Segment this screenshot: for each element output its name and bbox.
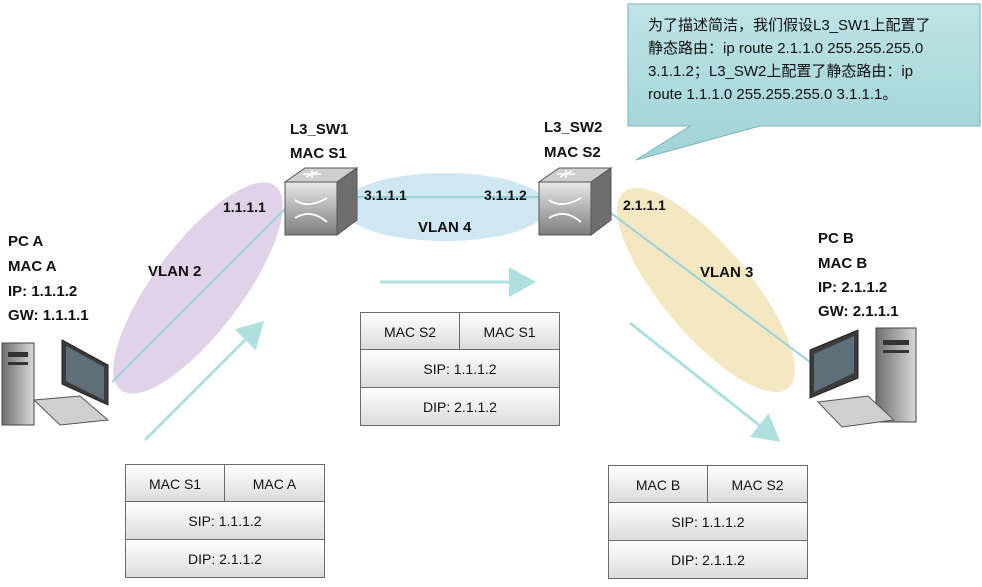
pc-a-ip: IP: 1.1.1.2 xyxy=(8,283,78,300)
switch-2-mac: MAC S2 xyxy=(544,144,601,161)
callout-line: 静态路由：ip route 2.1.1.0 255.255.255.0 xyxy=(648,40,924,57)
frame-dip: DIP: 2.1.1.2 xyxy=(125,540,325,578)
pc-a-icon xyxy=(1,339,110,426)
sw1-vlan2-ip: 1.1.1.1 xyxy=(223,199,266,215)
vlan3-ellipse xyxy=(617,187,795,393)
l3-switch-2-icon xyxy=(537,167,613,236)
frame-dip: DIP: 2.1.1.2 xyxy=(608,541,808,579)
frame-dst-mac: MAC B xyxy=(608,465,708,503)
callout-line: 3.1.1.2；L3_SW2上配置了静态路由：ip xyxy=(648,63,914,80)
frame-dst-mac: MAC S2 xyxy=(360,312,460,350)
frame-src-mac: MAC A xyxy=(225,464,325,502)
l3-switch-1-icon xyxy=(283,167,359,236)
pc-b-icon xyxy=(809,327,917,428)
flow-arrow-1 xyxy=(143,320,265,442)
pc-b-name: PC B xyxy=(818,230,854,247)
sw2-vlan3-ip: 2.1.1.1 xyxy=(623,197,666,213)
vlan2-label: VLAN 2 xyxy=(148,263,202,280)
pc-a-name: PC A xyxy=(8,233,44,250)
switch-1-mac: MAC S1 xyxy=(290,145,347,162)
callout-note: 为了描述简洁，我们假设L3_SW1上配置了 静态路由：ip route 2.1.… xyxy=(648,14,973,106)
switch-2-name: L3_SW2 xyxy=(544,119,603,136)
switch-1-name: L3_SW1 xyxy=(290,121,349,138)
pc-a-mac: MAC A xyxy=(8,258,57,275)
frame-dip: DIP: 2.1.1.2 xyxy=(360,388,560,426)
sw2-vlan4-ip: 3.1.1.2 xyxy=(484,187,527,203)
pc-b-gateway: GW: 2.1.1.1 xyxy=(818,303,899,320)
vlan4-label: VLAN 4 xyxy=(418,219,472,236)
frame-src-mac: MAC S1 xyxy=(460,312,560,350)
vlan4-ellipse xyxy=(342,173,548,241)
vlan2-ellipse xyxy=(113,182,283,394)
callout-box xyxy=(627,3,981,161)
frame-dst-mac: MAC S1 xyxy=(125,464,225,502)
frame-sip: SIP: 1.1.1.2 xyxy=(360,350,560,388)
frame-sip: SIP: 1.1.1.2 xyxy=(608,503,808,541)
pc-b-mac: MAC B xyxy=(818,255,868,272)
vlan3-label: VLAN 3 xyxy=(700,264,754,281)
callout-line: route 1.1.1.0 255.255.255.0 3.1.1.1。 xyxy=(648,86,898,103)
frame-sip: SIP: 1.1.1.2 xyxy=(125,502,325,540)
flow-arrow-3 xyxy=(629,321,781,442)
link-sw2-pcb xyxy=(599,204,819,369)
sw1-vlan4-ip: 3.1.1.1 xyxy=(364,187,407,203)
pc-a-gateway: GW: 1.1.1.1 xyxy=(8,307,89,324)
pc-b-ip: IP: 2.1.1.2 xyxy=(818,279,888,296)
link-pca-sw1 xyxy=(111,203,291,383)
frame-left: MAC S1 MAC A SIP: 1.1.1.2 DIP: 2.1.1.2 xyxy=(125,464,325,578)
frame-src-mac: MAC S2 xyxy=(708,465,808,503)
frame-right: MAC B MAC S2 SIP: 1.1.1.2 DIP: 2.1.1.2 xyxy=(608,465,808,579)
callout-line: 为了描述简洁，我们假设L3_SW1上配置了 xyxy=(648,17,931,34)
frame-middle: MAC S2 MAC S1 SIP: 1.1.1.2 DIP: 2.1.1.2 xyxy=(360,312,560,426)
